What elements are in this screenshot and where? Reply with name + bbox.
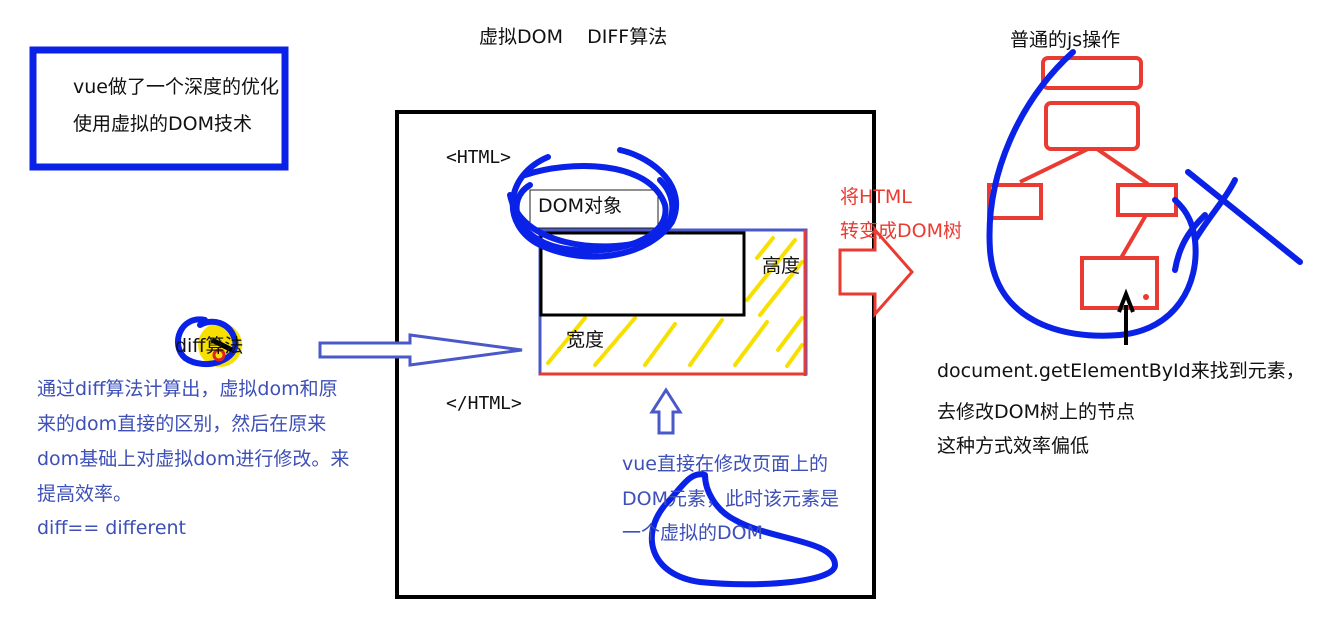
js-scribble [986, 49, 1303, 339]
convert-note-2: 转变成DOM树 [840, 220, 962, 242]
vue-note-2: DOM元素，此时该元素是 [622, 488, 839, 510]
right-note-1: document.getElementById来找到元素， [937, 360, 1305, 382]
diff-explanation-5: diff== different [37, 517, 187, 539]
diff-explanation-4: 提高效率。 [37, 483, 133, 505]
element-inner-rect [539, 231, 746, 317]
diff-explanation-3: dom基础上对虚拟dom进行修改。来 [37, 448, 350, 470]
note-line-1: vue做了一个深度的优化 [73, 76, 279, 98]
yellow-hatching [546, 236, 804, 368]
dom-object-scribble [507, 147, 680, 260]
vue-note-1: vue直接在修改页面上的 [622, 453, 828, 475]
right-note-2: 去修改DOM树上的节点 [937, 401, 1135, 423]
js-pointer-arrow [1117, 288, 1135, 345]
width-label: 宽度 [566, 329, 605, 351]
diff-arrow [318, 333, 523, 367]
diff-scribble [174, 316, 239, 368]
right-title: 普通的js操作 [1010, 29, 1121, 51]
diff-label: diff算法 [175, 335, 244, 357]
vue-note-scribble [648, 471, 839, 588]
dom-object-label: DOM对象 [538, 195, 622, 217]
note-box [29, 46, 289, 171]
diff-explanation-1: 通过diff算法计算出，虚拟dom和原 [37, 378, 338, 400]
convert-note-1: 将HTML [840, 186, 912, 208]
convert-arrow [838, 226, 914, 318]
height-label: 高度 [762, 255, 801, 277]
html-open-tag: <HTML> [446, 147, 512, 168]
note-line-2: 使用虚拟的DOM技术 [73, 113, 252, 135]
page-title: 虚拟DOM DIFF算法 [479, 26, 668, 48]
diff-explanation-2: 来的dom直接的区别，然后在原来 [37, 413, 327, 435]
right-note-3: 这种方式效率偏低 [937, 435, 1090, 457]
html-close-tag: </HTML> [446, 393, 522, 414]
vue-up-arrow [649, 387, 683, 435]
dom-tree [987, 56, 1178, 310]
vue-note-3: 一个虚拟的DOM [622, 522, 763, 544]
